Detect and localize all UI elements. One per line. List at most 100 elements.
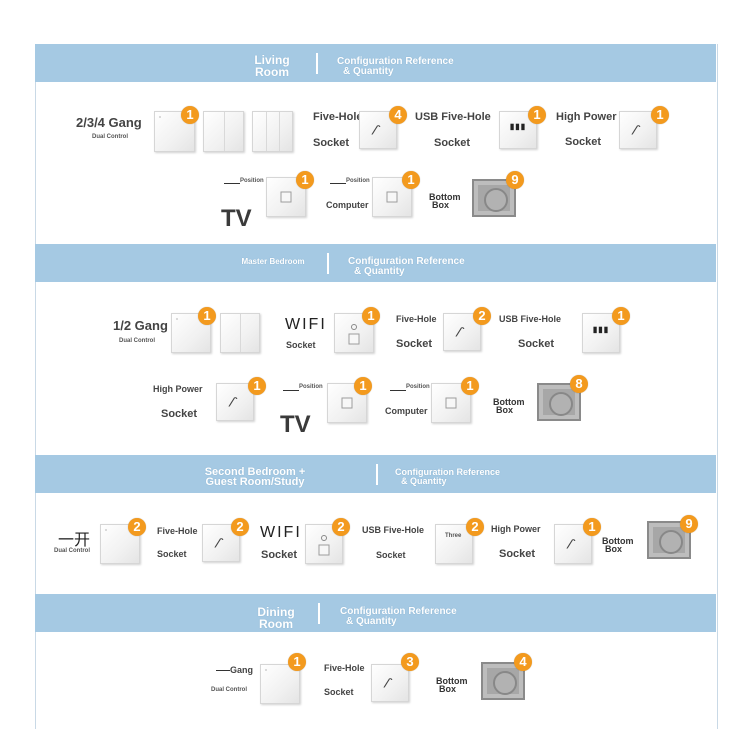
switch-1-gang-tile [260, 664, 300, 704]
high-power-label: High Power [556, 111, 617, 123]
room-title-line1: Second Bedroom + [204, 466, 306, 478]
bottom-label: Bottom [436, 676, 468, 686]
switch-2-gang-tile [203, 111, 244, 152]
usb-ports-icon: ▮▮▮ [509, 122, 527, 132]
dual-control-label: Dual Control [54, 548, 90, 554]
gang-label: Gang [230, 665, 254, 675]
port-icon [280, 191, 292, 203]
dual-control-label: Dual Control [119, 338, 155, 344]
position-label: Position [299, 384, 323, 390]
section-header-dining-room: Dining Room Configuration Reference & Qu… [35, 594, 716, 632]
quantity-badge: 1 [402, 171, 420, 189]
high-power-label: High Power [153, 384, 203, 394]
wifi-label: WIFI [260, 524, 302, 541]
five-hole-socket-tile: ⁄ˋ [202, 524, 240, 562]
room-title-line1: Dining [257, 605, 295, 619]
high-power-socket-tile: ⁄ˋ [619, 111, 657, 149]
socket-label: Socket [434, 137, 471, 149]
leader-line [216, 670, 230, 671]
socket-holes-icon: ⁄ˋ [633, 122, 643, 138]
indicator-icon [321, 534, 327, 541]
five-hole-label: Five-Hole [157, 526, 198, 536]
box-label: Box [439, 684, 457, 694]
room-title-line1: Living [254, 53, 290, 67]
header-divider [376, 464, 378, 485]
five-hole-socket-tile: ⁄ˋ [371, 664, 409, 702]
port-icon [341, 397, 353, 409]
usb-five-hole-label: USB Five-Hole [362, 525, 425, 535]
quantity-badge: 1 [296, 171, 314, 189]
quantity-badge: 2 [466, 518, 484, 536]
computer-label: Computer [326, 200, 369, 210]
five-hole-label: Five-Hole [313, 111, 363, 123]
port-icon [318, 544, 330, 556]
room-title-line2: Guest Room/Study [205, 476, 305, 488]
room-title-line1: Master Bedroom [241, 257, 305, 266]
box-label: Box [605, 544, 623, 554]
high-power-label: High Power [491, 524, 541, 534]
port-icon [348, 333, 360, 345]
room-title: Master Bedroom [233, 256, 313, 268]
config-reference-title: Configuration Reference & Quantity [340, 607, 457, 627]
box-label: Box [496, 405, 514, 415]
port-icon [445, 397, 457, 409]
computer-label: Computer [385, 406, 428, 416]
port-icon [386, 191, 398, 203]
quantity-badge: 1 [354, 377, 372, 395]
room-title-line2: Room [255, 65, 289, 79]
usb-five-hole-socket-tile: ▮▮▮ [499, 111, 537, 149]
room-title: Second Bedroom + Guest Room/Study [185, 466, 325, 488]
quantity-badge: 1 [362, 307, 380, 325]
socket-label: Socket [518, 338, 555, 350]
content-frame [35, 44, 718, 729]
room-title: Dining Room [246, 606, 306, 630]
bottom-label: Bottom [602, 536, 634, 546]
position-label: Position [346, 178, 370, 184]
bottom-label: Bottom [493, 397, 525, 407]
config-line1: Configuration Reference [340, 606, 457, 617]
room-title-line2: Room [259, 617, 293, 631]
quantity-badge: 1 [583, 518, 601, 536]
tv-socket-tile [327, 383, 367, 423]
usb-five-hole-label: USB Five-Hole [499, 314, 562, 324]
wifi-label: WIFI [285, 316, 327, 333]
quantity-badge: 2 [128, 518, 146, 536]
switch-1-gang-tile [100, 524, 140, 564]
tv-label: TV [221, 205, 252, 232]
bottom-box-image [472, 179, 516, 217]
config-line2: & Quantity [401, 476, 447, 486]
quantity-badge: 1 [612, 307, 630, 325]
indicator-icon [351, 323, 357, 330]
socket-label: Socket [376, 550, 406, 560]
quantity-badge: 1 [651, 106, 669, 124]
section-header-living-room: Living Room Configuration Reference & Qu… [35, 44, 716, 82]
wifi-socket-tile [305, 524, 343, 564]
socket-label: Socket [161, 408, 198, 420]
quantity-badge: 1 [288, 653, 306, 671]
quantity-badge: 1 [528, 106, 546, 124]
quantity-badge: 2 [473, 307, 491, 325]
socket-holes-icon: ⁄ˋ [373, 122, 383, 138]
five-hole-label: Five-Hole [396, 314, 437, 324]
three-label: Three [445, 533, 462, 539]
quantity-badge: 2 [332, 518, 350, 536]
socket-label: Socket [499, 548, 536, 560]
config-line1: Configuration Reference [348, 256, 465, 267]
switch-3-gang-tile [252, 111, 293, 152]
config-reference-title: Configuration Reference & Quantity [395, 468, 500, 486]
usb-five-hole-socket-tile: ▮▮▮ [582, 313, 620, 353]
socket-label: Socket [396, 338, 433, 350]
socket-label: Socket [157, 549, 187, 559]
config-line1: Configuration Reference [337, 56, 454, 67]
tv-label: TV [280, 411, 311, 438]
config-line1: Configuration Reference [395, 467, 501, 477]
high-power-socket-tile: ⁄ˋ [216, 383, 254, 421]
config-line2: & Quantity [346, 616, 397, 627]
quantity-badge: 4 [389, 106, 407, 124]
socket-label: Socket [261, 549, 298, 561]
usb-ports-icon: ▮▮▮ [592, 324, 610, 334]
quantity-badge: 1 [198, 307, 216, 325]
